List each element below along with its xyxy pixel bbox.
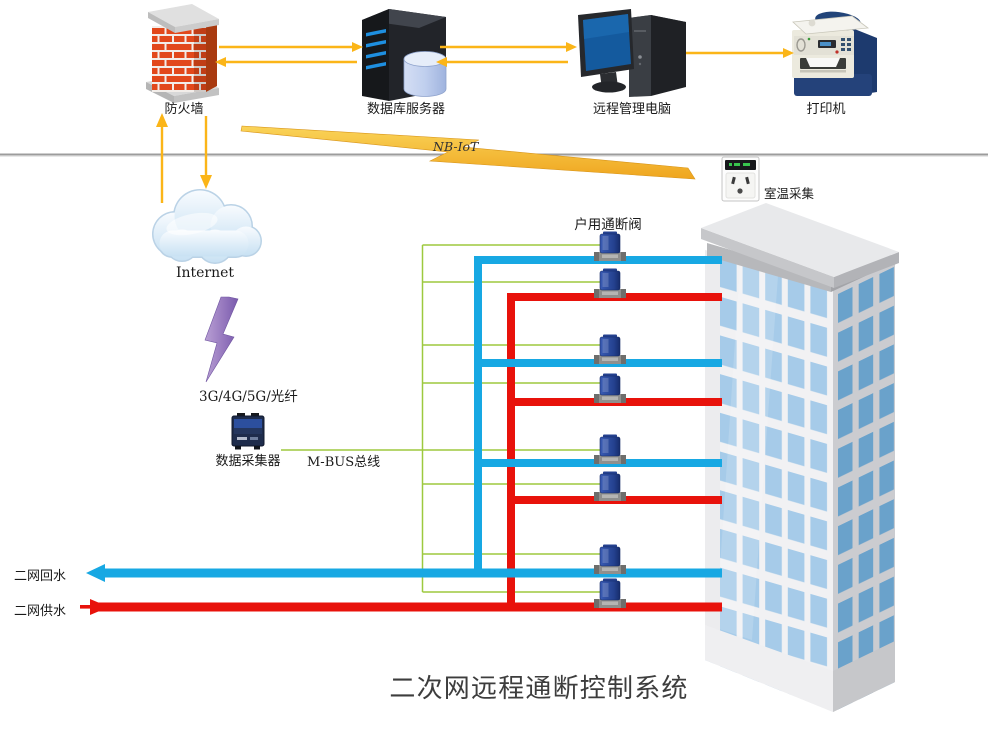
printer-icon [792, 11, 877, 96]
data-collector-label: 数据采集器 [215, 453, 281, 468]
supply-arrowhead [90, 599, 109, 615]
wan-lightning-bolt [204, 296, 239, 383]
supply-main-pipe [95, 602, 722, 612]
data-collector-icon [231, 413, 265, 450]
printer-label: 打印机 [806, 101, 846, 116]
diagram-title: 二次网远程通断控制系统 [389, 674, 689, 704]
return-water-label: 二网回水 [14, 569, 67, 584]
wan-label: 3G/4G/5G/光纤 [199, 389, 298, 405]
heating-pipes [80, 256, 722, 615]
internet-label: Internet [175, 265, 235, 281]
supply-water-label: 二网供水 [14, 604, 67, 619]
mbus-label: M-BUS总线 [307, 455, 381, 470]
remote-computer-icon [578, 9, 686, 97]
connection-arrows [156, 42, 794, 203]
remote-pc-label: 远程管理电脑 [592, 101, 672, 116]
room-temp-sensor-icon [721, 156, 760, 202]
database-cylinder [403, 58, 447, 97]
database-server-icon [362, 9, 447, 101]
nbiot-lightning-bolt [240, 125, 696, 180]
internet-cloud-icon [152, 189, 262, 264]
building [701, 203, 899, 712]
nbiot-label: NB-IoT [433, 139, 479, 154]
return-arrowhead [86, 564, 105, 582]
db-server-label: 数据库服务器 [366, 101, 446, 116]
shutoff-valves [593, 231, 627, 609]
firewall-label: 防火墙 [164, 101, 204, 116]
return-main-pipe [102, 568, 722, 578]
firewall-icon [146, 4, 219, 103]
valve-group-label: 户用通断阀 [574, 217, 642, 232]
room-temp-label: 室温采集 [764, 187, 815, 201]
